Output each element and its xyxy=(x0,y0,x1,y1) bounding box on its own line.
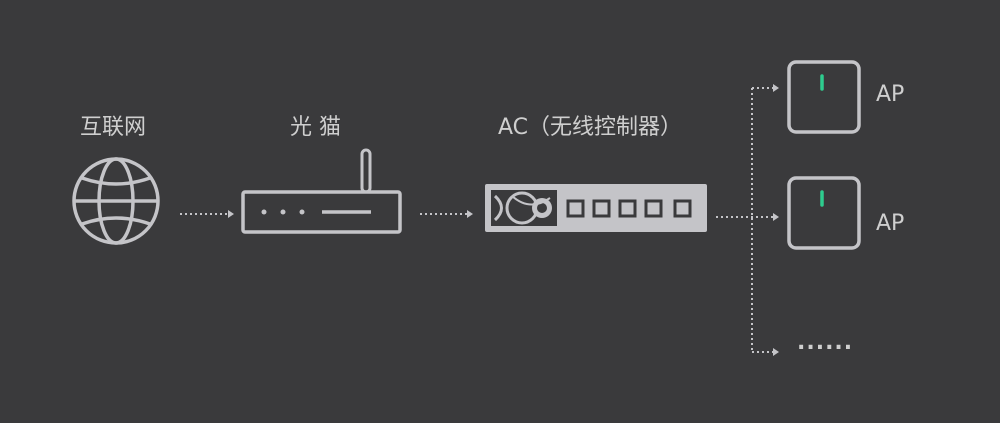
ap2-label: AP xyxy=(876,211,905,236)
connector-ac-to-aps xyxy=(716,84,779,356)
connector-internet-to-modem xyxy=(180,210,234,218)
more-aps-ellipsis: ...... xyxy=(797,330,854,355)
connector-modem-to-ac xyxy=(420,210,473,218)
optical-modem-icon xyxy=(241,148,402,234)
internet-globe-icon xyxy=(72,157,160,245)
ac-label: AC（无线控制器） xyxy=(498,115,683,140)
ap1-label: AP xyxy=(876,82,905,107)
modem-label: 光 猫 xyxy=(290,115,341,140)
ac-controller-icon xyxy=(485,184,707,232)
access-point-2-icon xyxy=(787,176,861,250)
internet-label: 互联网 xyxy=(80,115,147,140)
ac-logo-emblem xyxy=(491,190,557,226)
access-point-1-icon xyxy=(787,60,861,134)
